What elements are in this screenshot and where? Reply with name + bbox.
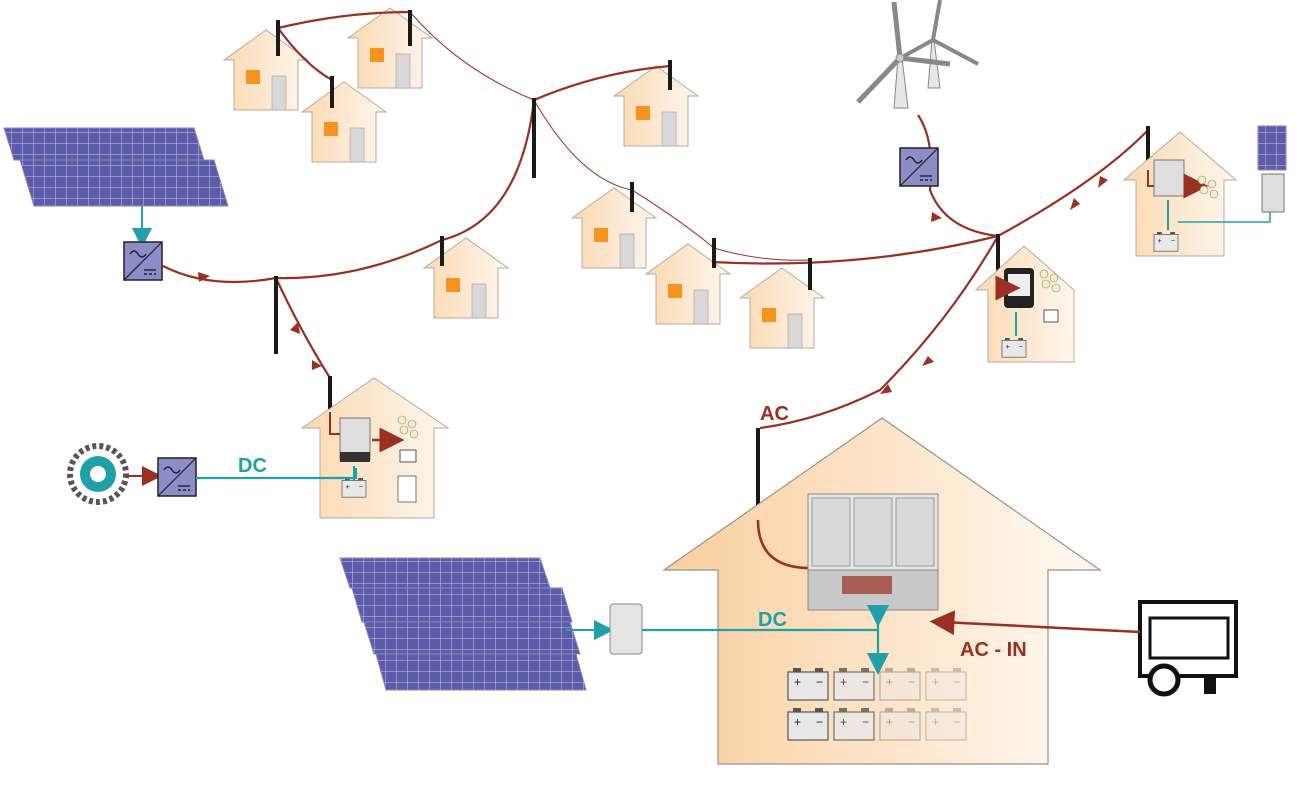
converter-icon xyxy=(899,147,939,187)
hydro-house xyxy=(300,377,450,519)
village-house xyxy=(571,187,657,269)
computer-icon xyxy=(399,449,417,463)
battery-icon xyxy=(925,707,967,741)
ac-grid-wires xyxy=(162,10,1149,430)
battery-icon xyxy=(925,667,967,701)
battery-icon xyxy=(879,667,921,701)
charge-controller-icon xyxy=(609,603,643,655)
village-house xyxy=(223,29,309,111)
village-house xyxy=(423,237,509,319)
solar-house xyxy=(1122,125,1287,257)
solar-panel-icon xyxy=(339,557,587,691)
inverter-house xyxy=(974,245,1075,363)
village-house xyxy=(301,81,387,163)
dc-label-main: DC xyxy=(758,609,787,631)
battery-icon xyxy=(341,477,367,498)
computer-icon xyxy=(1043,309,1059,323)
hydro-turbine-icon xyxy=(67,443,129,505)
ac-label: AC xyxy=(760,403,789,425)
battery-icon xyxy=(787,667,829,701)
converter-icon xyxy=(123,241,163,281)
solar-panel-icon xyxy=(3,127,229,207)
battery-icon xyxy=(787,707,829,741)
battery-icon xyxy=(879,707,921,741)
converter-icon xyxy=(157,457,197,497)
ac-flow-arrows xyxy=(198,176,1108,394)
dc-label-left: DC xyxy=(238,455,267,477)
generator-icon xyxy=(1138,600,1238,697)
ac-in-link xyxy=(929,610,1141,636)
battery-icon xyxy=(833,707,875,741)
ac-in-label: AC - IN xyxy=(960,639,1027,661)
dc-link xyxy=(196,468,358,480)
inverter-icon xyxy=(1153,159,1185,197)
solar-panel-icon xyxy=(1257,125,1287,171)
battery-icon xyxy=(833,667,875,701)
battery-icon xyxy=(1001,337,1027,358)
village-house xyxy=(645,243,731,325)
ac-link xyxy=(756,519,811,570)
village-house xyxy=(613,65,699,147)
village-house xyxy=(347,7,433,89)
wind-turbine-icon xyxy=(856,0,979,109)
inverter-icon xyxy=(807,493,939,611)
battery-icon xyxy=(1153,231,1179,252)
